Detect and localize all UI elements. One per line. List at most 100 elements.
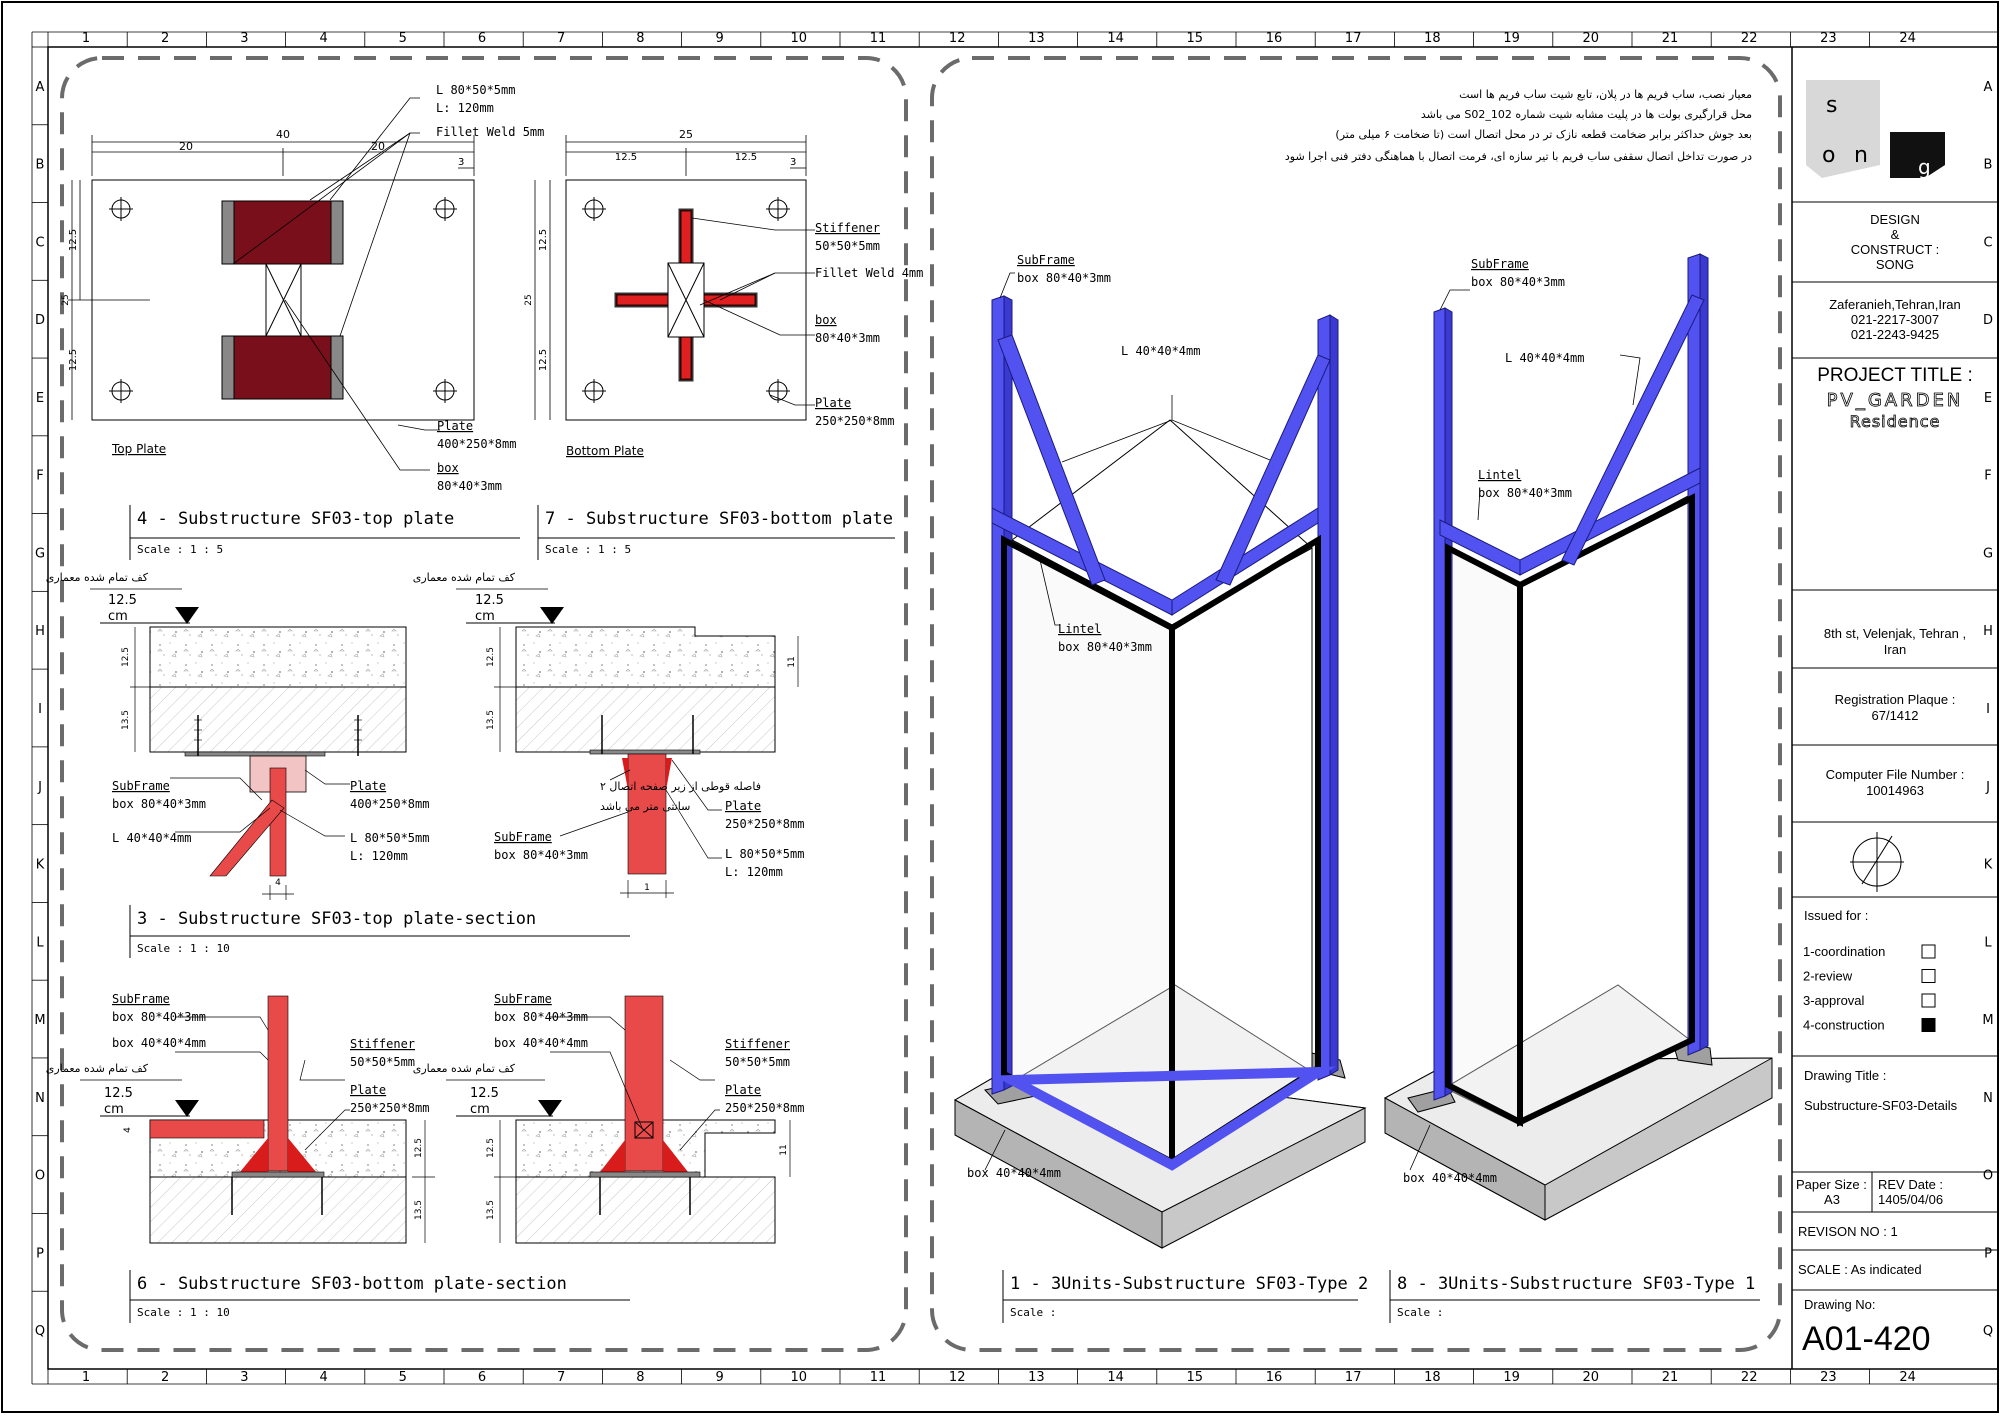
label-stiffener-size-6b: 50*50*5mm [725,1055,790,1069]
grid-col-top: 18 [1424,31,1441,46]
label-box-bot: box [815,313,837,327]
dim-top-width: 40 [276,128,290,141]
tb-rev-date-label: REV Date : [1878,1177,1943,1192]
sublabel-top-plate: Top Plate [111,442,166,456]
label-subframe-size-6a: box 80*40*3mm [112,1010,206,1024]
dim-four-3a: 4 [275,878,281,888]
grid-col-top: 8 [636,31,644,46]
grid-col-top: 2 [161,31,169,46]
grid-col-top: 9 [715,31,723,46]
label-subframe-iso1: SubFrame [1471,257,1529,271]
grid-row-right: J [1985,780,1990,795]
grid-col-bottom: 23 [1820,1370,1837,1385]
general-notes: معیار نصب، ساب فریم ها در پلان، تابع شیت… [1285,88,1752,163]
grid-row-right: M [1982,1013,1993,1028]
label-plate-top: Plate [437,419,473,433]
view-scale-8: Scale : [1397,1306,1443,1319]
label-plate-bot: Plate [815,396,851,410]
issued-item-label: 2-review [1803,969,1853,984]
grid-col-bottom: 9 [715,1370,723,1385]
dim-top-h2: 12.5 [68,349,79,371]
logo-letter-o: o [1822,143,1835,168]
label-box-top: box [437,461,459,475]
dim-four-6a: 4 [123,1127,133,1133]
tb-project-name-2: Residence [1850,412,1941,431]
grid-row-left: H [35,624,45,639]
grid-row-left: F [36,469,43,484]
grid-col-bottom: 11 [870,1370,887,1385]
logo-letter-s: s [1826,93,1837,118]
grid-col-bottom: 19 [1503,1370,1520,1385]
grid-col-top: 19 [1503,31,1520,46]
label-angle-len-top: L: 120mm [436,101,494,115]
grid-col-top: 20 [1583,31,1600,46]
view-bottom-plate-section: کف تمام شده معماری 12.5 cm 12.5 13.5 4 S… [46,992,804,1323]
grid-col-top: 13 [1028,31,1045,46]
tb-drawing-title-label: Drawing Title : [1804,1068,1886,1083]
grid-col-bottom: 15 [1187,1370,1204,1385]
view-iso-type2: SubFrame box 80*40*3mm L 40*40*4mm Linte… [953,253,1368,1323]
issued-for-list: 1-coordination2-review3-approval4-constr… [1803,944,1936,1033]
grid-row-right: D [1983,313,1993,328]
grid-col-top: 4 [319,31,327,46]
grid-col-bottom: 13 [1028,1370,1045,1385]
label-box-iso2: box 40*40*4mm [967,1166,1061,1180]
grid-col-bottom: 5 [399,1370,407,1385]
dim-slab-bot-6a: 13.5 [414,1200,424,1220]
issued-checkbox[interactable] [1921,944,1936,959]
dim-slab-bot-3a: 13.5 [121,710,131,730]
grid-reference-border: 1122334455667788991010111112121313141415… [31,31,1998,1385]
issued-checkbox[interactable] [1921,1018,1936,1032]
view-scale-4: Scale : 1 : 5 [137,543,223,556]
grid-row-right: H [1983,624,1993,639]
dim-eleven-6b: 11 [779,1144,789,1155]
label-stiffener-size-6a: 50*50*5mm [350,1055,415,1069]
issued-checkbox[interactable] [1921,993,1936,1008]
label-angle-3a: L 80*50*5mm [350,831,429,845]
label-lintel-size-iso1: box 80*40*3mm [1478,486,1572,500]
label-stiffener-bot-size: 50*50*5mm [815,239,880,253]
grid-row-left: D [35,313,45,328]
tb-design-1: DESIGN [1870,212,1920,227]
label-plate-size-6b: 250*250*8mm [725,1101,804,1115]
grid-row-right: O [1983,1169,1993,1184]
label-angle-3b: L 80*50*5mm [725,847,804,861]
tb-registration-label: Registration Plaque : [1835,692,1956,707]
label-subframe-size-6b: box 80*40*3mm [494,1010,588,1024]
grid-row-right: L [1984,935,1992,950]
grid-col-bottom: 8 [636,1370,644,1385]
note-1: معیار نصب، ساب فریم ها در پلان، تابع شیت… [1459,88,1752,101]
grid-col-top: 12 [949,31,966,46]
grid-col-top: 6 [478,31,486,46]
gap-note-line1: فاصله قوطی از زیر صفحه اتصال ۲ [600,780,761,793]
logo-letter-g: g [1918,155,1931,179]
grid-col-bottom: 6 [478,1370,486,1385]
grid-row-right: P [1984,1246,1992,1261]
view-title-7: 7 - Substructure SF03-bottom plate [545,509,893,529]
dim-top-three: 3 [458,157,464,168]
dim-slab-bot-6b: 13.5 [486,1200,496,1220]
view-bottom-plate: 25 12.5 12.5 3 12.5 12.5 25 Bottom Plate… [524,128,923,560]
issued-checkbox[interactable] [1921,969,1936,983]
dim-bot-h2: 12.5 [538,349,549,371]
grid-row-right: E [1984,391,1992,406]
label-subframe-6b: SubFrame [494,992,552,1006]
label-angle-iso2: L 40*40*4mm [1121,344,1200,358]
north-arrow-icon [1850,832,1904,892]
grid-row-left: L [36,935,44,950]
grid-row-right: K [1984,858,1993,873]
label-box-small-6b: box 40*40*4mm [494,1036,588,1050]
tb-rev-date-value: 1405/04/06 [1878,1192,1943,1207]
label-subframe-size-iso2: box 80*40*3mm [1017,271,1111,285]
tb-scale: SCALE : As indicated [1798,1262,1922,1277]
grid-col-top: 22 [1741,31,1758,46]
grid-col-top: 7 [557,31,565,46]
finish-unit-6b: cm [470,1102,490,1117]
label-fillet-4: Fillet Weld 4mm [815,266,923,280]
label-fillet-5: Fillet Weld 5mm [436,125,544,139]
tb-file-label: Computer File Number : [1826,767,1965,782]
label-plate-bot-size: 250*250*8mm [815,414,894,428]
grid-row-right: N [1983,1091,1993,1106]
dim-top-h1: 12.5 [68,229,79,251]
